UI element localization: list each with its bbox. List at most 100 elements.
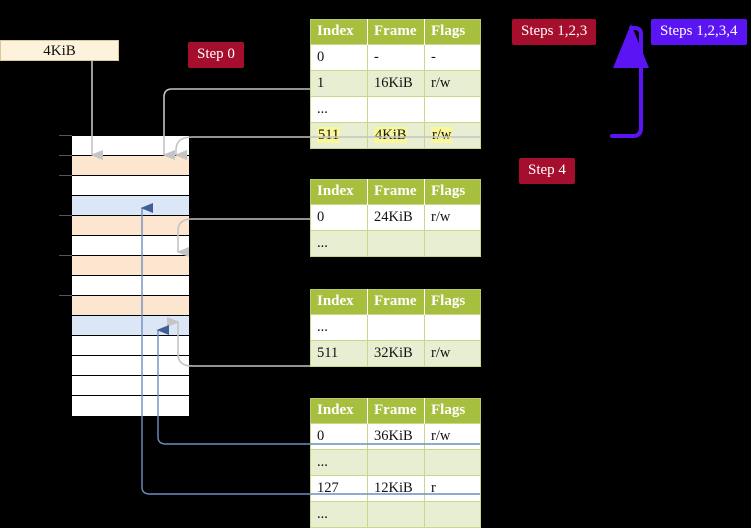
memory-frame-row: [72, 176, 189, 196]
column-header-frame: Frame: [367, 289, 425, 315]
badge-steps-1-2-3-4: Steps 1,2,3,4: [651, 19, 747, 45]
column-header-frame: Frame: [367, 179, 425, 205]
table-cell: ...: [310, 449, 368, 476]
table-cell: [367, 501, 425, 528]
table-row: ...: [310, 449, 481, 476]
table-cell: [424, 96, 481, 123]
table-cell: 24KiB: [367, 204, 425, 231]
memory-tick: [59, 255, 72, 256]
table-row: ...: [310, 96, 481, 123]
column-header-flags: Flags: [424, 289, 481, 315]
table-cell: [367, 230, 425, 257]
column-header-flags: Flags: [424, 19, 481, 45]
column-header-index: Index: [310, 289, 368, 315]
memory-frame-row: [72, 296, 189, 316]
memory-frame-row: [72, 196, 189, 216]
table-cell: -: [424, 44, 481, 71]
memory-tick: [59, 175, 72, 176]
column-header-flags: Flags: [424, 398, 481, 424]
table-cell: [367, 449, 425, 476]
table-cell: 511: [310, 340, 368, 367]
memory-frame-row: [72, 396, 189, 416]
memory-tick: [59, 295, 72, 296]
badge-steps-1-2-3: Steps 1,2,3: [512, 19, 597, 45]
table-cell: r/w: [424, 423, 481, 450]
table-cell: 127: [310, 475, 368, 502]
arrow-steps-bracket: [610, 24, 649, 138]
table-cell: [367, 96, 425, 123]
table-cell: ...: [310, 230, 368, 257]
table-cell: 12KiB: [367, 475, 425, 502]
table-cell: 511: [310, 122, 368, 149]
column-header-frame: Frame: [367, 398, 425, 424]
column-header-frame: Frame: [367, 19, 425, 45]
table-cell: ...: [310, 501, 368, 528]
table-cell: [424, 314, 481, 341]
highlighted-value: r/w: [431, 126, 453, 143]
table-cell: -: [367, 44, 425, 71]
table-cell: 0: [310, 204, 368, 231]
physical-memory-column: [71, 135, 190, 416]
table-cell: r/w: [424, 70, 481, 97]
memory-frame-row: [72, 236, 189, 256]
memory-frame-row: [72, 376, 189, 396]
table-cell: 16KiB: [367, 70, 425, 97]
frame-size-label: 4KiB: [0, 40, 119, 61]
table-cell: 0: [310, 44, 368, 71]
column-header-flags: Flags: [424, 179, 481, 205]
table-cell: 0: [310, 423, 368, 450]
table-cell: ...: [310, 314, 368, 341]
column-header-index: Index: [310, 398, 368, 424]
memory-frame-row: [72, 156, 189, 176]
table-cell: 1: [310, 70, 368, 97]
table-cell: ...: [310, 96, 368, 123]
badge-step-0: Step 0: [188, 42, 244, 68]
table-cell: 36KiB: [367, 423, 425, 450]
table-cell: r/w: [424, 204, 481, 231]
arrow-table2-row0-to-memory: [176, 218, 310, 258]
table-cell: 4KiB: [367, 122, 425, 149]
table-cell: r/w: [424, 340, 481, 367]
arrow-table3-row511-to-memory: [166, 316, 310, 367]
table-cell: [424, 501, 481, 528]
table-cell: r/w: [424, 122, 481, 149]
table-row: 0--: [310, 44, 481, 71]
memory-frame-row: [72, 256, 189, 276]
column-header-index: Index: [310, 179, 368, 205]
memory-tick: [59, 135, 72, 136]
table-row: ...: [310, 501, 481, 528]
table-row: ...: [310, 230, 481, 257]
highlighted-value: 4KiB: [374, 126, 408, 143]
memory-frame-row: [72, 276, 189, 296]
column-header-index: Index: [310, 19, 368, 45]
table-cell: 32KiB: [367, 340, 425, 367]
memory-tick: [59, 155, 72, 156]
table-cell: [367, 314, 425, 341]
table-row: 511 4KiB r/w: [310, 122, 481, 149]
table-cell: [424, 230, 481, 257]
highlighted-value: 511: [317, 126, 341, 143]
memory-frame-row: [72, 356, 189, 376]
table-cell: [424, 449, 481, 476]
memory-frame-row: [72, 336, 189, 356]
